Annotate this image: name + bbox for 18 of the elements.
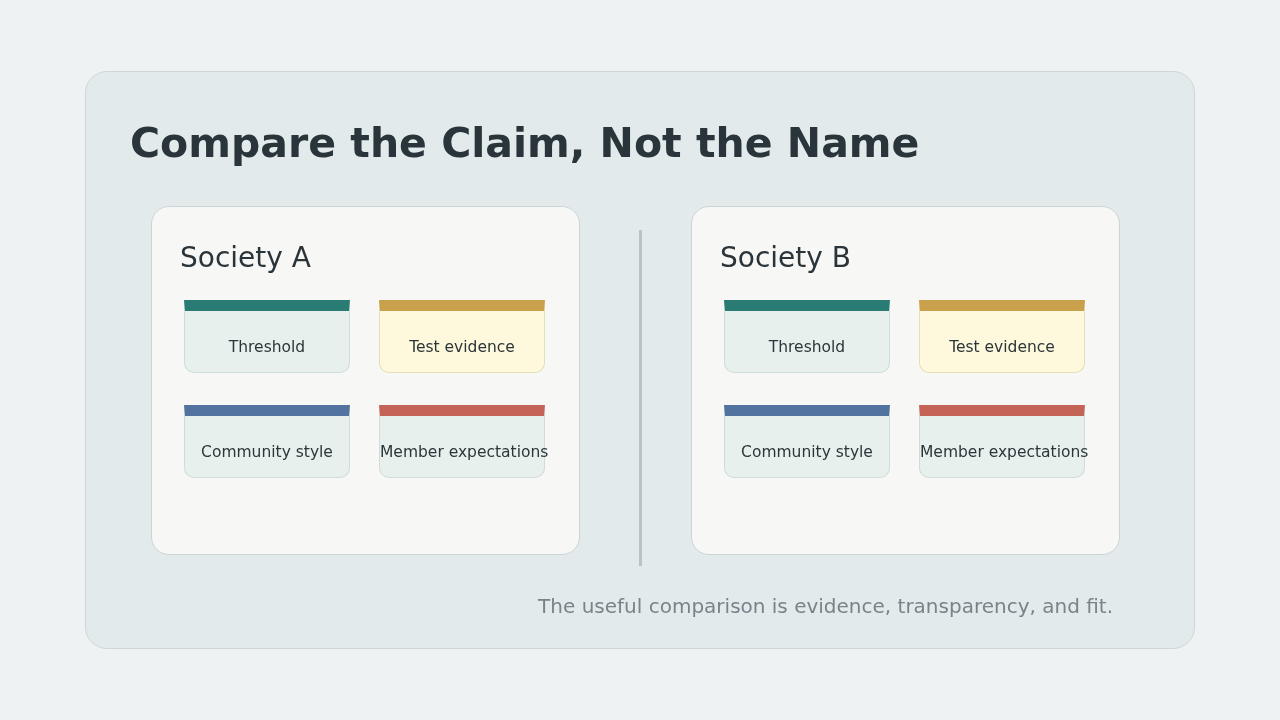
tile-label: Threshold xyxy=(767,338,847,357)
comparison-card xyxy=(151,206,580,555)
tile-label: Community style xyxy=(200,443,334,462)
comparison-card xyxy=(691,206,1120,555)
tile-label: Community style xyxy=(740,443,874,462)
tile-label: Threshold xyxy=(227,338,307,357)
factor-tile xyxy=(184,300,350,373)
slide-title: Compare the Claim, Not the Name xyxy=(130,120,920,168)
tile-label: Test evidence xyxy=(408,338,516,357)
tile-label: Test evidence xyxy=(948,338,1056,357)
card-heading: Society B xyxy=(720,241,851,275)
card-heading: Society A xyxy=(180,241,311,275)
factor-tile xyxy=(379,300,545,373)
factor-tile xyxy=(724,405,890,478)
factor-tile xyxy=(919,300,1085,373)
factor-tile xyxy=(184,405,350,478)
factor-tile xyxy=(724,300,890,373)
caption-text: The useful comparison is evidence, transparency, and fit. xyxy=(538,594,1113,618)
